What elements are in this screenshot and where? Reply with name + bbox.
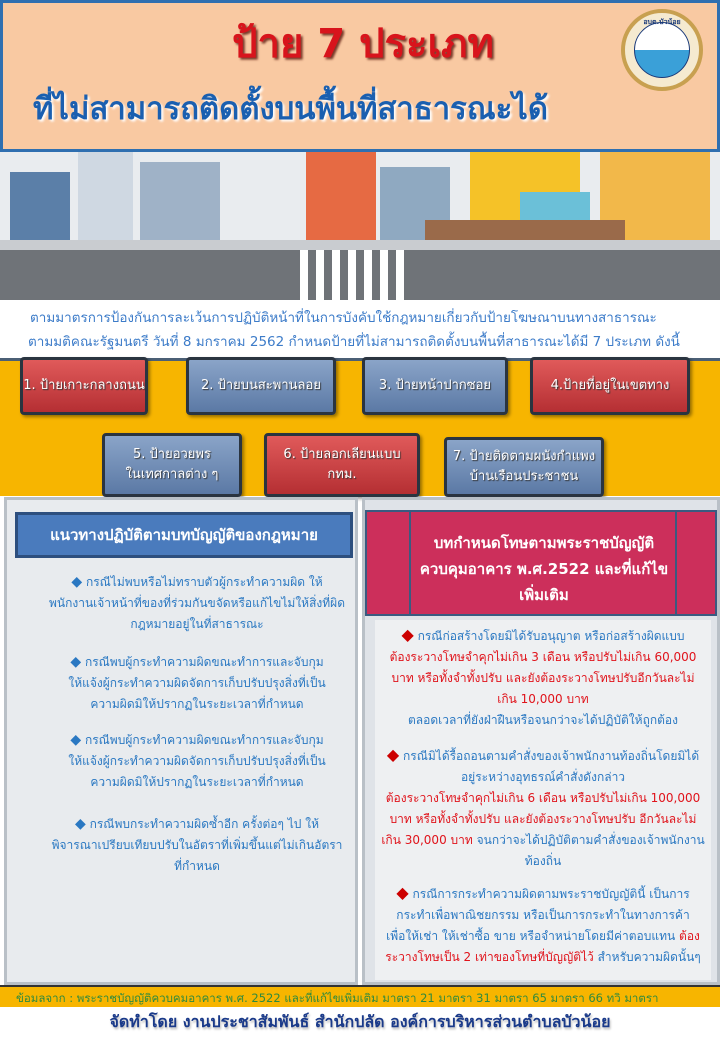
sign-type-5: 5. ป้ายอวยพรในเทศกาลต่าง ๆ <box>102 433 242 497</box>
penalties-panel: บทกำหนดโทษตามพระราชบัญญัติควบคุมอาคาร พ.… <box>362 497 720 985</box>
penalty-item: ◆ กรณีการกระทำความผิดตามพระราชบัญญัตินี้… <box>385 883 701 964</box>
penalty-item: ◆ กรณีก่อสร้างโดยมิได้รับอนุญาต หรือก่อส… <box>389 625 697 727</box>
guideline-item: ◆ กรณีพบผู้กระทำความผิดขณะทำการและจับกุม… <box>68 732 326 789</box>
intro-line-1: ตามมาตรการป้องกันการละเว้นการปฏิบัติหน้า… <box>30 310 657 326</box>
guideline-item: ◆ กรณีพบผู้กระทำความผิดขณะทำการและจับกุม… <box>68 654 326 711</box>
page-subtitle: ที่ไม่สามารถติดตั้งบนพื้นที่สาธารณะได้ <box>33 91 548 127</box>
guideline-item: ◆ กรณีไม่พบหรือไม่ทราบตัวผู้กระทำความผิด… <box>48 574 345 631</box>
guideline-item: ◆ กรณีพบกระทำความผิดซ้ำอีก ครั้งต่อๆ ไป … <box>51 816 343 873</box>
diamond-bullet-icon: ◆ <box>74 816 86 832</box>
diamond-bullet-icon: ◆ <box>70 654 82 670</box>
road <box>0 250 720 300</box>
penalty-item: ◆ กรณีมิได้รื้อถอนตามคำสั่งของเจ้าพนักงา… <box>381 745 705 868</box>
penalties-heading-box: บทกำหนดโทษตามพระราชบัญญัติควบคุมอาคาร พ.… <box>365 510 717 616</box>
credit-line: จัดทำโดย งานประชาสัมพันธ์ สำนักปลัด องค์… <box>109 1012 611 1031</box>
legal-guidelines-panel: แนวทางปฏิบัติตามบทบัญญัติของกฎหมาย ◆ กรณ… <box>4 497 358 985</box>
city-street-illustration <box>0 152 720 300</box>
guidelines-heading: แนวทางปฏิบัติตามบทบัญญัติของกฎหมาย <box>15 512 353 558</box>
sign-type-4: 4.ป้ายที่อยู่ในเขตทาง <box>530 357 690 415</box>
sign-type-3: 3. ป้ายหน้าปากซอย <box>362 357 508 415</box>
sign-type-6: 6. ป้ายลอกเลียนแบบ กทม. <box>264 433 420 497</box>
intro-line-2: ตามมติคณะรัฐมนตรี วันที่ 8 มกราคม 2562 ก… <box>28 334 680 350</box>
intro-text: ตามมาตรการป้องกันการละเว้นการปฏิบัติหน้า… <box>28 306 720 354</box>
diamond-bullet-icon: ◆ <box>401 625 414 644</box>
seal-text-top: อบต.บัวน้อย <box>643 18 681 26</box>
sign-type-1: 1. ป้ายเกาะกลางถนน <box>20 357 148 415</box>
sign-type-2: 2. ป้ายบนสะพานลอย <box>186 357 336 415</box>
diamond-bullet-icon: ◆ <box>71 574 83 590</box>
lotus-emblem-icon <box>634 22 690 78</box>
diamond-bullet-icon: ◆ <box>386 745 400 764</box>
organization-seal-logo: อบต.บัวน้อย <box>621 9 703 91</box>
page-title: ป้าย 7 ประเภท <box>232 21 494 67</box>
sign-type-7: 7. ป้ายติดตามผนังกำแพงบ้านเรือนประชาชน <box>444 437 604 497</box>
sign-types-band: 1. ป้ายเกาะกลางถนน 2. ป้ายบนสะพานลอย 3. … <box>0 357 720 497</box>
header-banner: ป้าย 7 ประเภท ที่ไม่สามารถติดตั้งบนพื้นท… <box>0 0 720 152</box>
source-reference: ข้อมลจาก : พระราชบัญญัติควบคมอาคาร พ.ศ. … <box>0 985 720 1007</box>
diamond-bullet-icon: ◆ <box>70 732 82 748</box>
diamond-bullet-icon: ◆ <box>396 883 409 902</box>
penalties-heading: บทกำหนดโทษตามพระราชบัญญัติ <box>433 534 655 552</box>
